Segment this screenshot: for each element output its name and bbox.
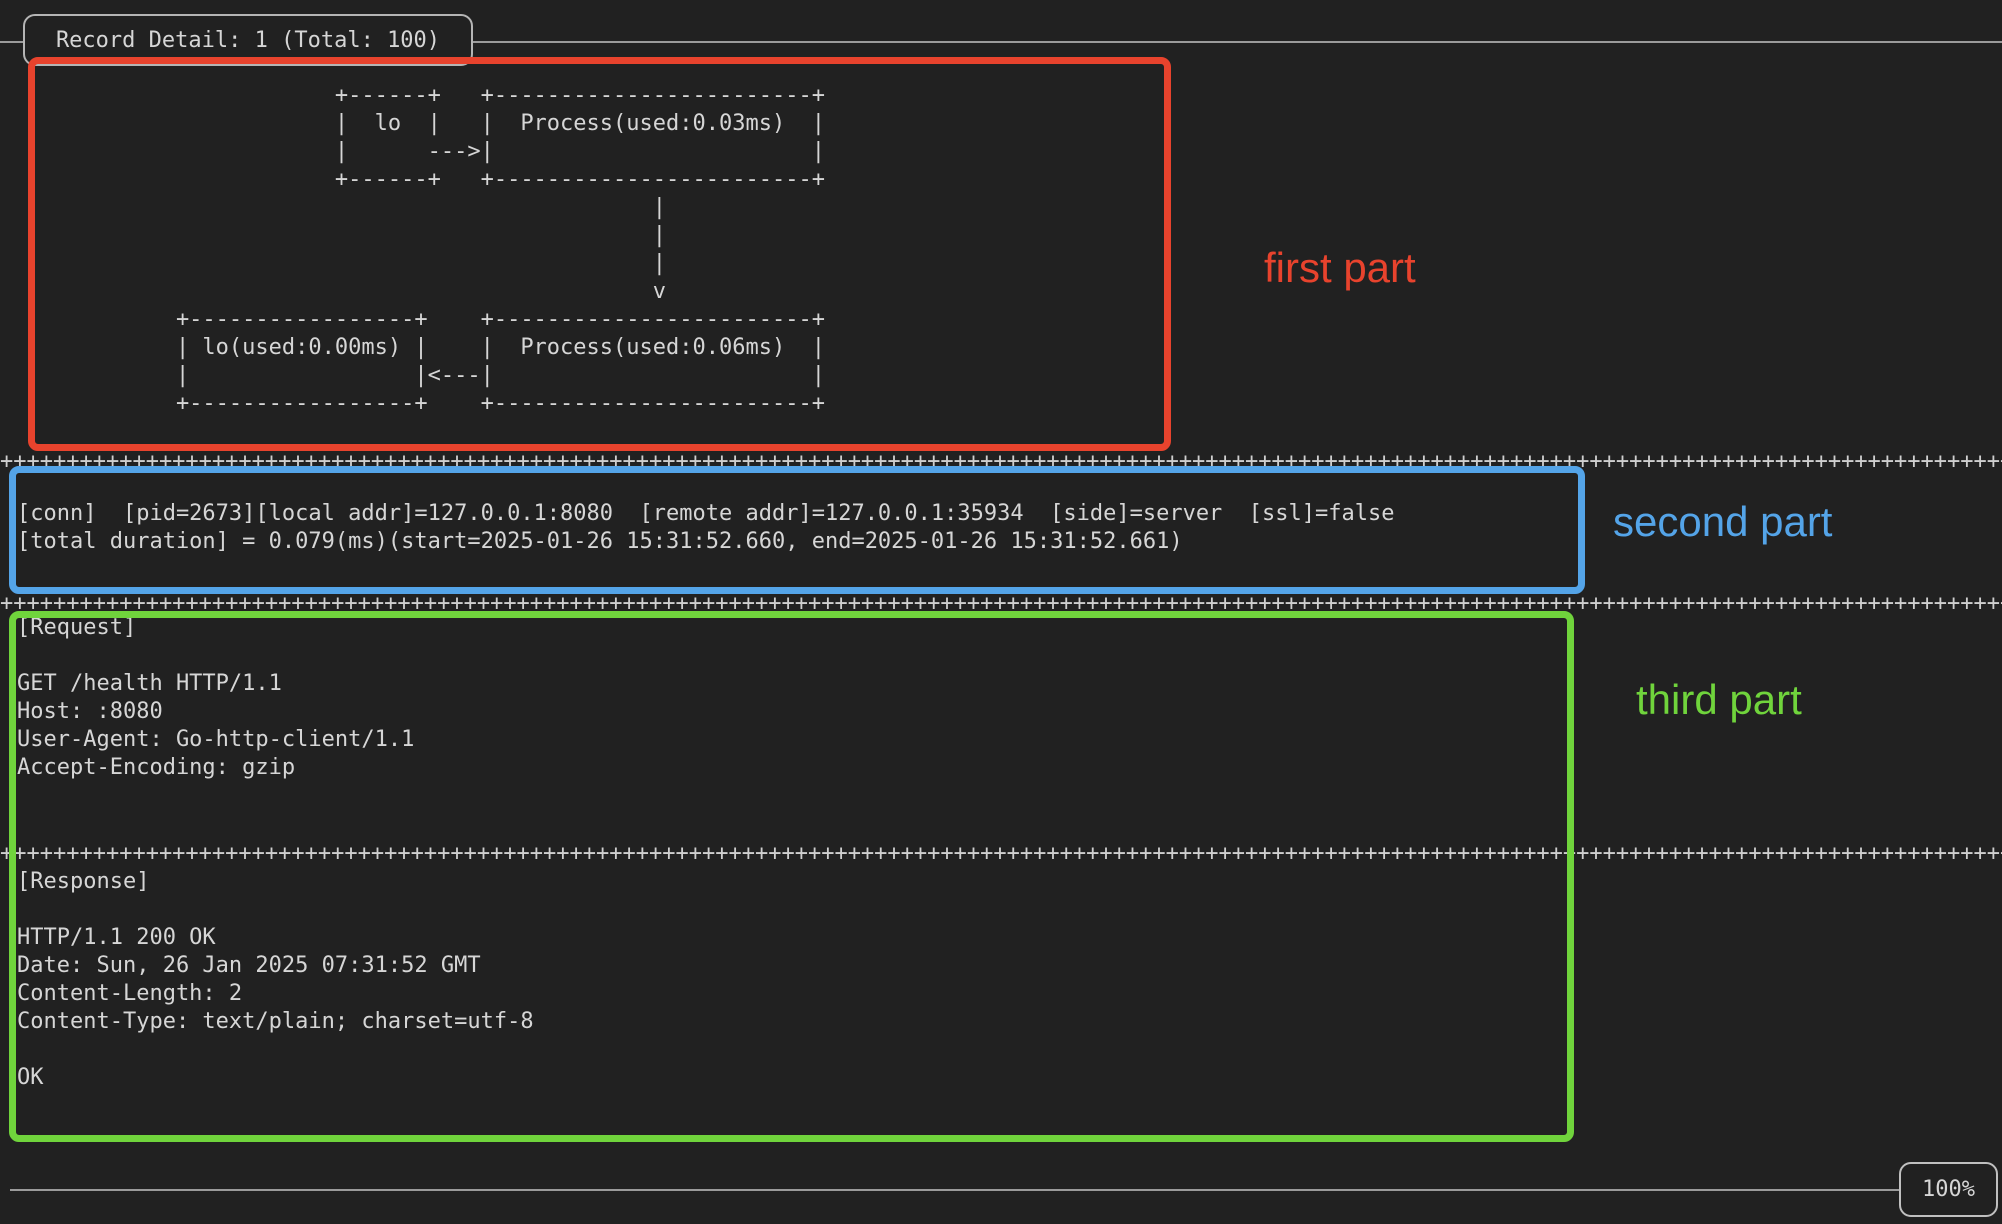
separator-row: ++++++++++++++++++++++++++++++++++++++++… <box>0 841 2002 866</box>
annotation-third-part-label: third part <box>1636 676 1802 723</box>
annotation-third-part-box <box>9 611 1574 1142</box>
packet-flow-diagram: +------+ +------------------------+ | lo… <box>175 83 825 416</box>
record-detail-title: Record Detail: 1 (Total: 100) <box>55 27 441 53</box>
annotation-second-part-label: second part <box>1613 498 1833 545</box>
connection-summary: [conn] [pid=2673][local addr]=127.0.0.1:… <box>17 501 1395 554</box>
annotation-first-part-box <box>28 57 1171 451</box>
annotation-second-part-box <box>9 466 1585 594</box>
bottom-border-line <box>10 1189 1899 1191</box>
response-section: [Response] HTTP/1.1 200 OK Date: Sun, 26… <box>17 869 534 1090</box>
annotation-first-part-label: first part <box>1264 244 1416 291</box>
scroll-percent-indicator: 100% <box>1899 1162 1998 1217</box>
request-section: [Request] GET /health HTTP/1.1 Host: :80… <box>17 615 415 780</box>
top-border-line <box>0 41 2002 43</box>
scroll-percent-value: 100% <box>1922 1177 1975 1202</box>
